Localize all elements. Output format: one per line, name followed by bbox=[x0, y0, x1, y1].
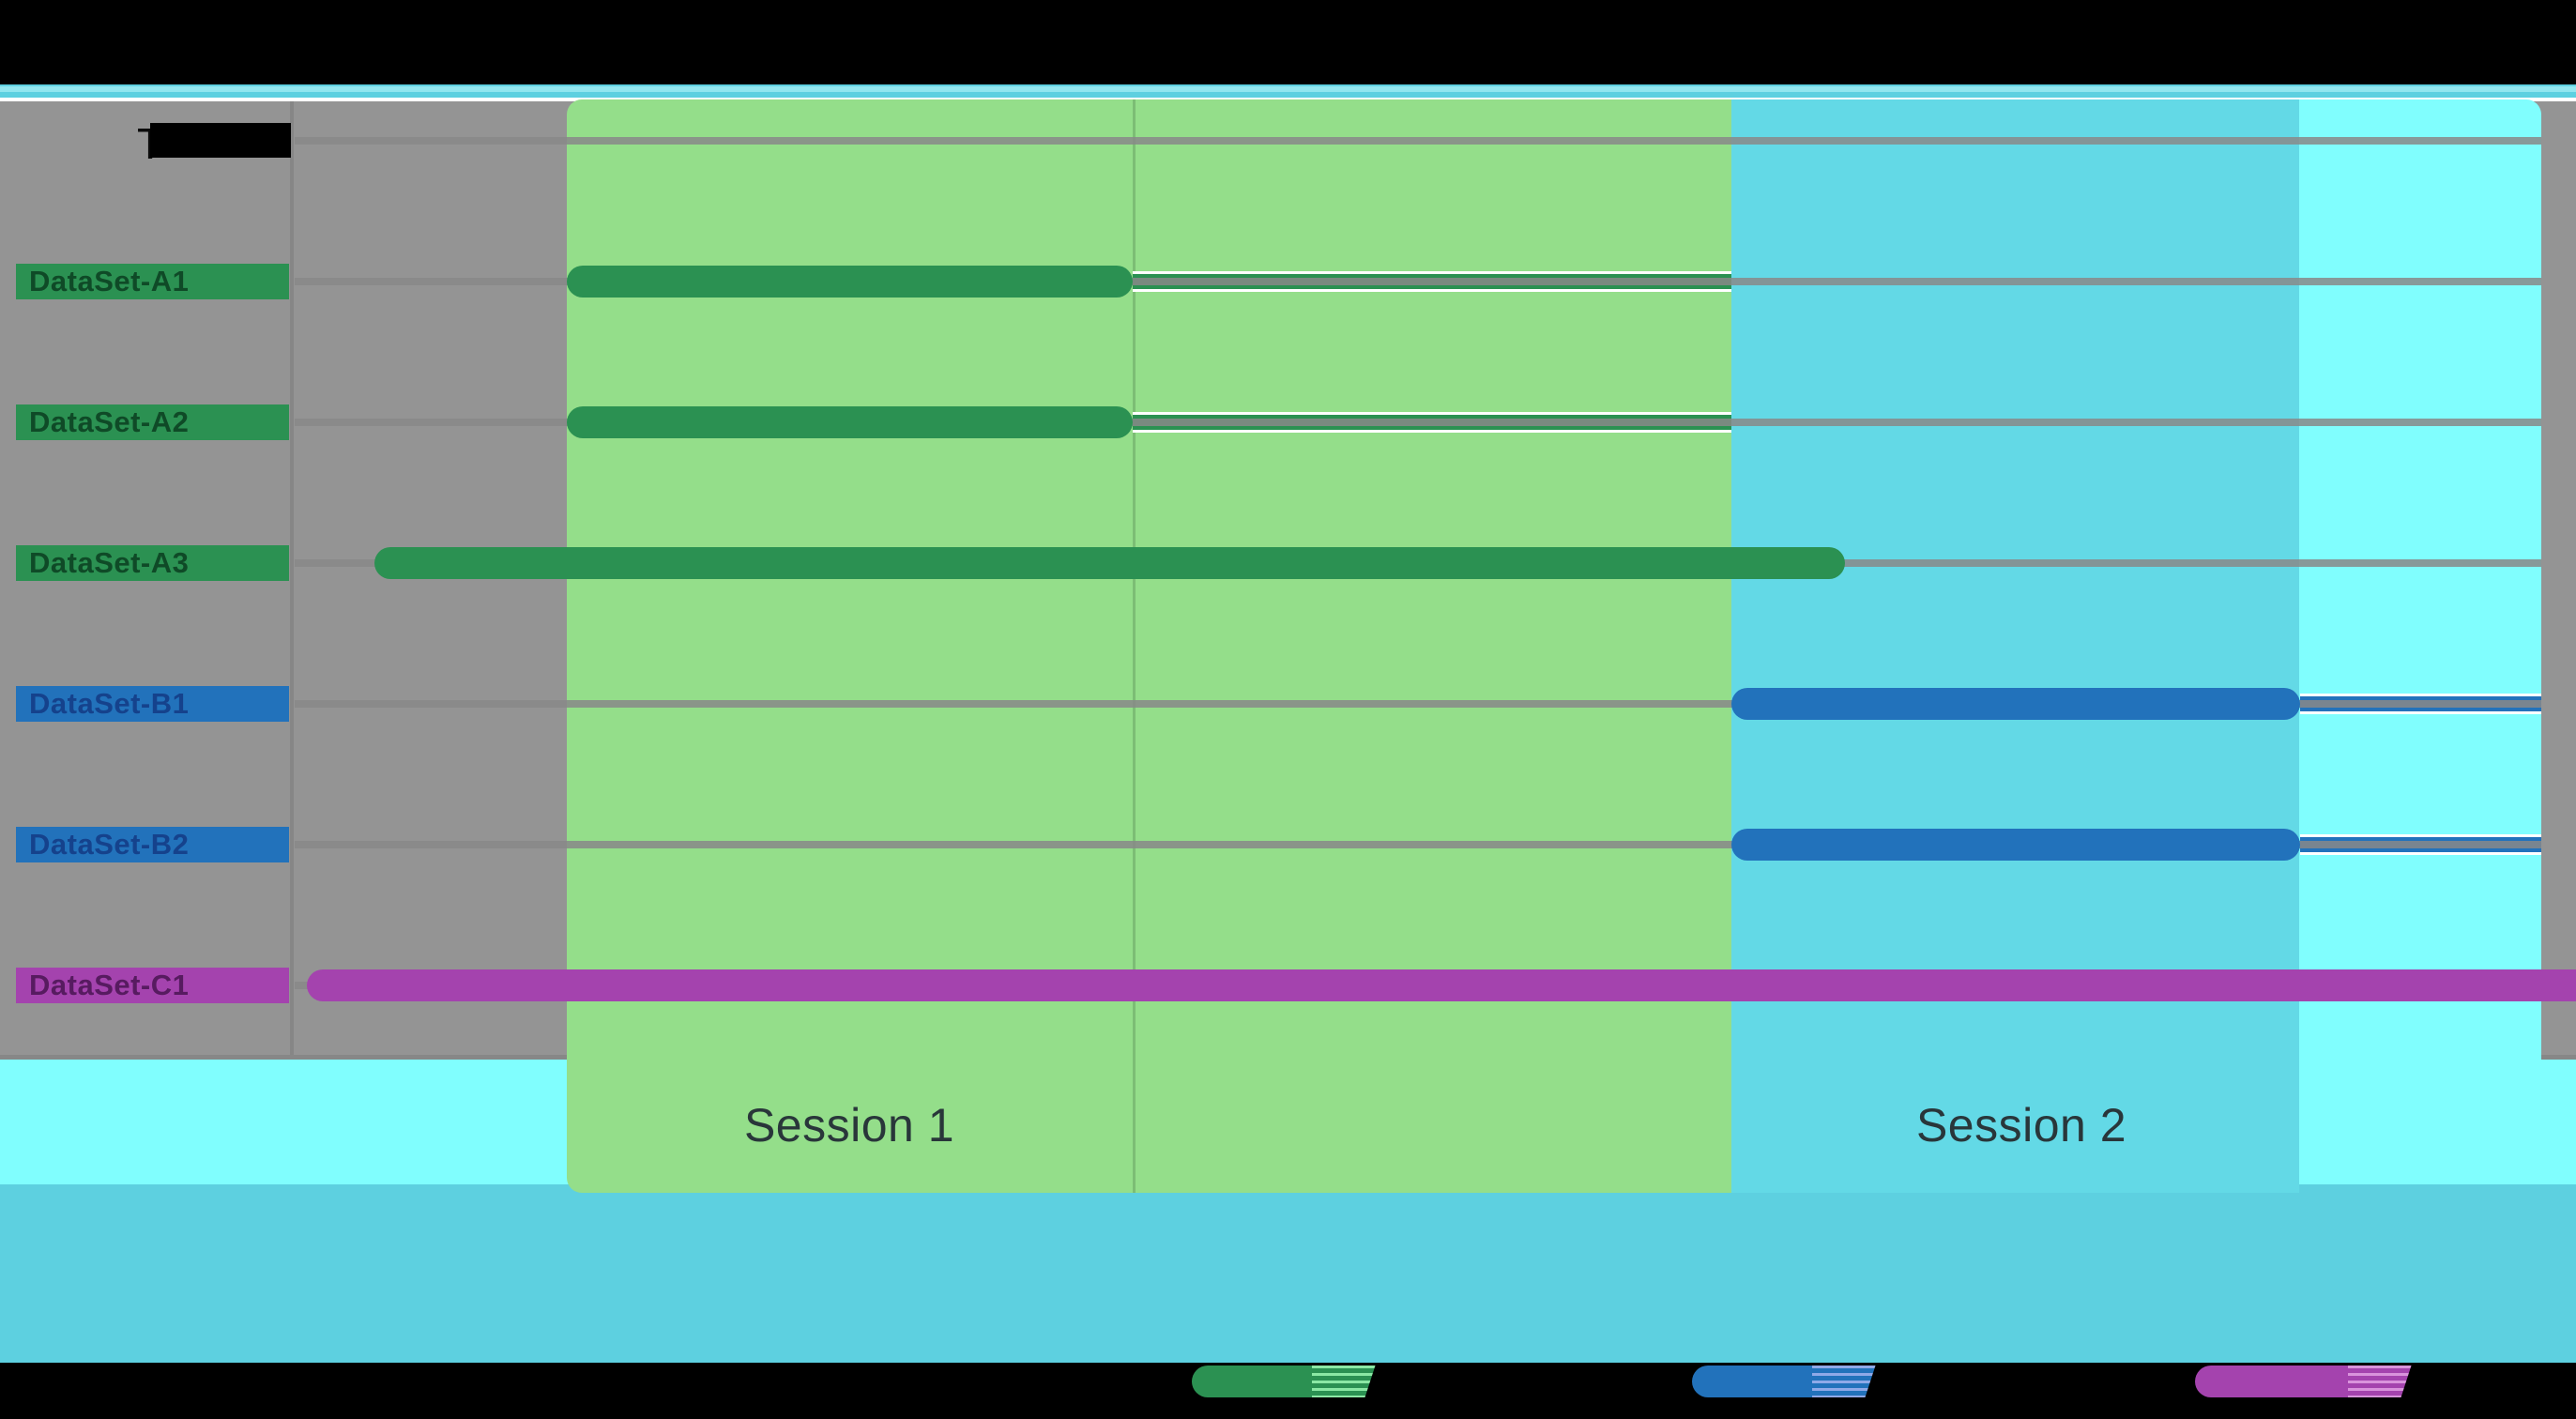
row-gridline bbox=[295, 137, 2541, 145]
session-inner-divider bbox=[1133, 99, 1136, 1193]
row-label-chip: DataSet-B1 bbox=[16, 686, 289, 722]
row-gridline bbox=[295, 419, 2541, 426]
task-bar bbox=[567, 266, 1133, 298]
bottom-cyan-band bbox=[0, 1184, 2576, 1363]
legend-item-blue bbox=[1692, 1363, 1920, 1400]
task-bar bbox=[1731, 829, 2300, 861]
task-bar bbox=[1731, 688, 2300, 720]
row-label-chip: DataSet-C1 bbox=[16, 968, 289, 1003]
legend-item-purple bbox=[2195, 1363, 2456, 1400]
task-column-divider bbox=[290, 101, 294, 1055]
task-bar bbox=[307, 969, 2576, 1001]
session-panel-2 bbox=[1731, 99, 2299, 1193]
redaction-box bbox=[150, 123, 291, 158]
session-label-1: Session 1 bbox=[743, 1099, 955, 1152]
row-label-chip: DataSet-A3 bbox=[16, 545, 289, 581]
row-gridline bbox=[295, 278, 2541, 285]
top-cyan-band bbox=[0, 84, 2576, 98]
row-label-chip: DataSet-B2 bbox=[16, 827, 289, 862]
task-bar bbox=[374, 547, 1845, 579]
row-gridline bbox=[295, 700, 2541, 708]
row-label-chip: DataSet-A1 bbox=[16, 264, 289, 299]
legend-item-green bbox=[1192, 1363, 1420, 1400]
task-bar bbox=[567, 406, 1133, 438]
row-label-chip: DataSet-A2 bbox=[16, 404, 289, 440]
session-panel-3 bbox=[2299, 99, 2541, 1184]
session-label-2: Session 2 bbox=[1915, 1099, 2127, 1152]
top-cyan-band-highlight bbox=[0, 86, 2576, 92]
session-panel-1 bbox=[567, 99, 1731, 1193]
row-gridline bbox=[295, 841, 2541, 848]
